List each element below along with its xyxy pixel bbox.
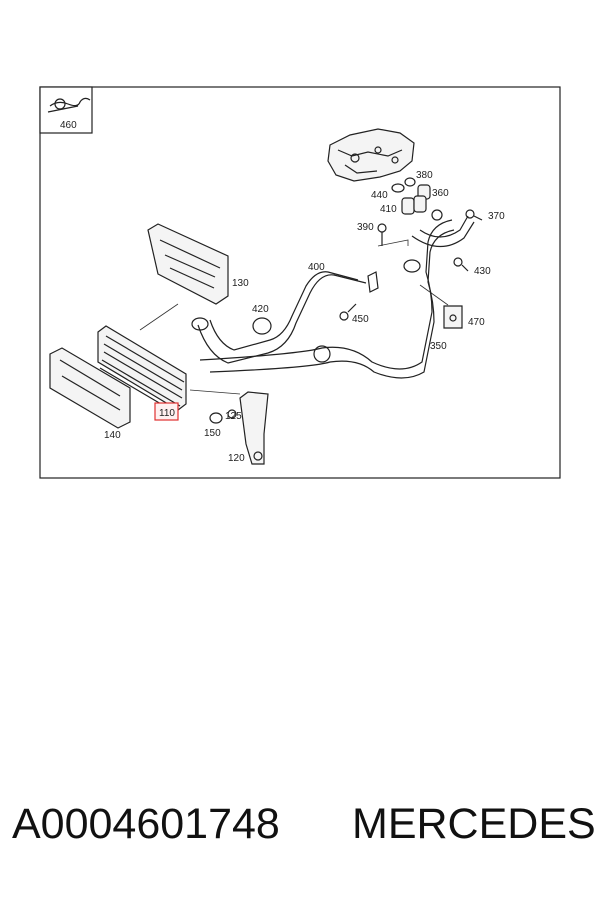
bolt-430 <box>453 257 469 272</box>
bolt-370 <box>465 209 483 221</box>
nut-125 <box>227 409 237 419</box>
air-duct-130 <box>147 223 229 305</box>
callout-450: 450 <box>352 314 369 325</box>
brand-name: MERCEDES <box>352 800 596 848</box>
callout-470: 470 <box>468 317 485 328</box>
shroud-140 <box>49 347 131 429</box>
callout-460: 460 <box>60 120 77 131</box>
callout-130: 130 <box>232 278 249 289</box>
callout-125: 125 <box>225 411 242 422</box>
callout-410: 410 <box>380 204 397 215</box>
upper-pipe-360 <box>411 215 475 248</box>
engine-block <box>327 128 415 182</box>
seal-set <box>391 177 443 221</box>
callout-380: 380 <box>416 170 433 181</box>
callout-140: 140 <box>104 430 121 441</box>
callout-110: 110 <box>159 408 175 419</box>
charge-air-pipe-400 <box>191 271 379 364</box>
exploded-parts-diagram: 460 <box>39 86 561 479</box>
callout-390: 390 <box>357 222 374 233</box>
footer: A0004601748 MERCEDES <box>0 800 600 870</box>
callout-350: 350 <box>430 341 447 352</box>
grommet-150 <box>209 412 223 424</box>
inset-box-460: 460 <box>39 86 93 134</box>
bolt-390 <box>377 223 387 246</box>
callout-440: 440 <box>371 190 388 201</box>
callout-370: 370 <box>488 211 505 222</box>
callout-120: 120 <box>228 453 245 464</box>
callout-360: 360 <box>432 188 449 199</box>
bolt-450 <box>339 303 357 321</box>
charge-air-pipe-350 <box>199 219 455 379</box>
callout-400: 400 <box>308 262 325 273</box>
callout-430: 430 <box>474 266 491 277</box>
part-number: A0004601748 <box>12 800 280 848</box>
callout-150: 150 <box>204 428 221 439</box>
bracket-120 <box>189 389 269 465</box>
callout-420: 420 <box>252 304 269 315</box>
highlighted-callout-110[interactable]: 110 <box>154 402 179 421</box>
bracket-470 <box>419 284 463 329</box>
